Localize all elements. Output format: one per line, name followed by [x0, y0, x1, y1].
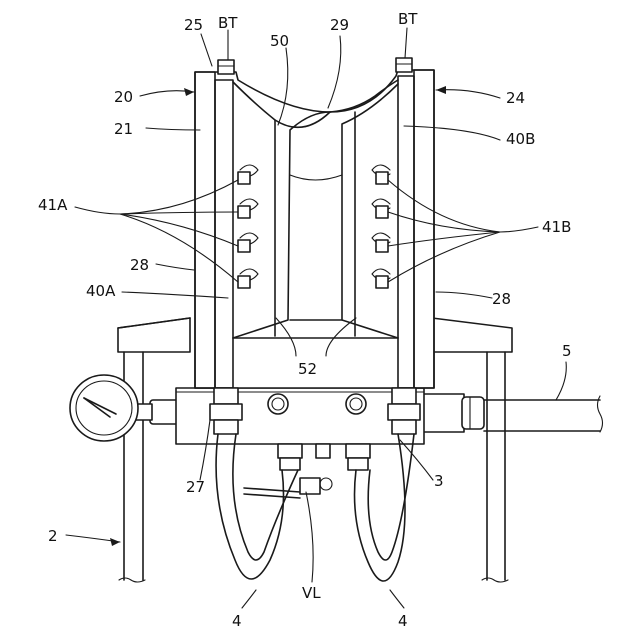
label-21: 21 [114, 120, 133, 138]
label-2: 2 [48, 527, 58, 545]
hoses-4 [216, 434, 414, 581]
label-52: 52 [298, 360, 317, 378]
label-41b: 41B [542, 218, 571, 236]
label-20: 20 [114, 88, 133, 106]
label-bt-left: BT [218, 14, 238, 32]
label-24: 24 [506, 89, 525, 107]
label-41a: 41A [38, 196, 68, 214]
label-28-right: 28 [492, 290, 511, 308]
label-4-right: 4 [398, 612, 408, 630]
label-bt-right: BT [398, 10, 418, 28]
label-4-left: 4 [232, 612, 242, 630]
label-5: 5 [562, 342, 572, 360]
label-vl: VL [302, 584, 321, 602]
label-29: 29 [330, 16, 349, 34]
label-3: 3 [434, 472, 444, 490]
container-20 [195, 58, 434, 388]
label-50: 50 [270, 32, 289, 50]
label-25: 25 [184, 16, 203, 34]
label-28-left: 28 [130, 256, 149, 274]
valve-vl [244, 478, 332, 498]
label-27: 27 [186, 478, 205, 496]
pressure-gauge [70, 375, 182, 441]
label-40a: 40A [86, 282, 116, 300]
label-40b: 40B [506, 130, 535, 148]
pipe-5 [420, 394, 603, 432]
